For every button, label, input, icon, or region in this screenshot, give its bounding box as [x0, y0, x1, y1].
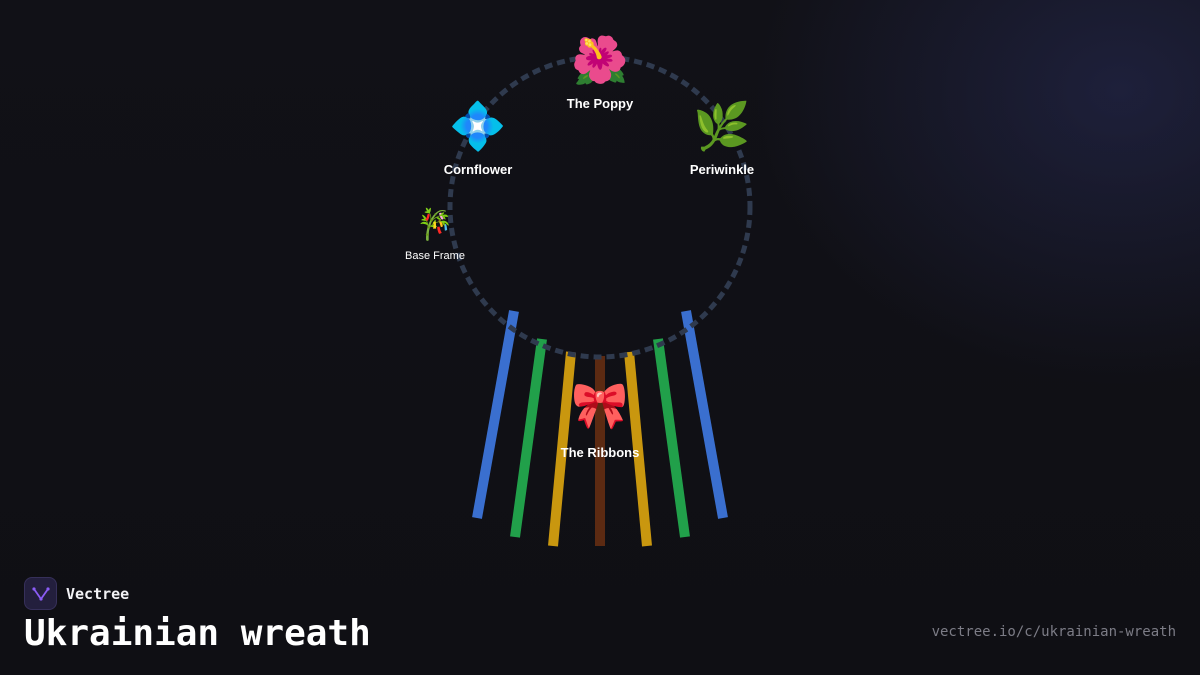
vectree-logo-icon: [24, 577, 57, 610]
brand-name: Vectree: [66, 584, 130, 603]
node-label-cornflower: Cornflower: [444, 162, 513, 177]
node-label-base-frame: Base Frame: [405, 250, 465, 262]
ribbons-group: [472, 310, 728, 547]
page-title: Ukrainian wreath: [24, 613, 371, 654]
node-cornflower[interactable]: 💠 Cornflower: [444, 99, 513, 177]
blue-diamond-icon: 💠: [449, 99, 506, 153]
node-label-poppy: The Poppy: [567, 96, 634, 111]
node-ribbons[interactable]: 🎀 The Ribbons: [561, 378, 640, 460]
bamboo-icon: 🎋: [416, 207, 453, 243]
brand[interactable]: Vectree: [24, 577, 129, 610]
node-label-ribbons: The Ribbons: [561, 445, 640, 460]
ribbon-icon: 🎀: [571, 378, 628, 432]
vectree-logo-glyph: [31, 586, 50, 601]
ribbon-strip-inner-left: [548, 351, 576, 547]
ribbon-strip-right: [653, 338, 690, 538]
node-poppy[interactable]: 🌺 The Poppy: [567, 33, 634, 111]
node-base-frame[interactable]: 🎋 Base Frame: [405, 207, 465, 263]
ribbon-strip-inner-right: [624, 351, 652, 547]
source-url[interactable]: vectree.io/c/ukrainian-wreath: [931, 624, 1176, 640]
ribbon-strip-outer-left: [472, 310, 519, 519]
ribbon-strip-outer-right: [681, 310, 728, 519]
wreath-ring: [447, 54, 753, 360]
node-label-periwinkle: Periwinkle: [690, 162, 754, 177]
node-periwinkle[interactable]: 🌿 Periwinkle: [690, 99, 754, 177]
hibiscus-icon: 🌺: [571, 33, 628, 87]
ribbon-strip-left: [510, 338, 547, 538]
herb-icon: 🌿: [693, 99, 750, 153]
